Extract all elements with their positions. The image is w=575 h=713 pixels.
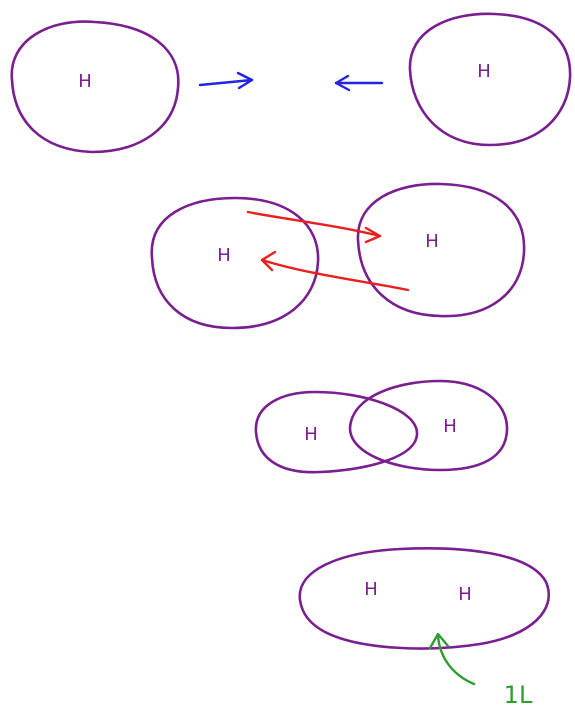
right-atom-label: H [458,584,472,605]
right-atom-label: H [443,416,457,437]
stage-3-overlap: H H [254,379,509,474]
right-atom-shell [408,12,572,147]
left-atom-label: H [364,579,378,600]
approach-arrow-right [198,71,254,90]
stage-1-separate-atoms: H H [10,12,572,154]
right-atom-label: H [477,61,491,82]
left-atom-label: H [78,71,92,92]
left-atom-shell [254,390,419,474]
right-atom-shell [356,182,526,318]
approach-arrow-left [334,74,384,92]
left-atom-shell [10,20,180,154]
annotation-label: 1L [504,681,533,709]
left-atom-label: H [304,424,318,445]
curved-arrow-icon [428,632,476,686]
stage-2-attraction: H H [150,182,526,330]
right-atom-label: H [425,231,439,252]
right-atom-shell [348,379,509,472]
attraction-arrow-left [260,250,410,292]
attraction-arrow-right [246,210,382,244]
left-atom-label: H [217,245,231,266]
left-atom-shell [150,196,320,330]
molecule-shell [298,547,550,650]
stage-4-molecule: H H 1L [298,547,550,709]
